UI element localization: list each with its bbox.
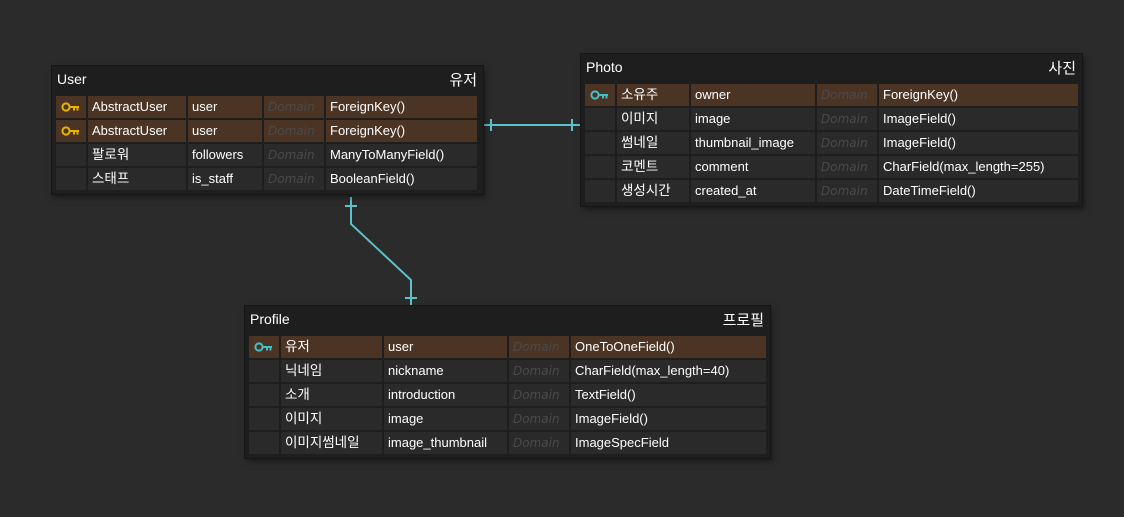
field-type: ImageSpecField (571, 432, 766, 454)
key-icon (249, 336, 279, 358)
table-row[interactable]: AbstractUser user Domain ForeignKey() (56, 96, 479, 118)
field-column: user (384, 336, 507, 358)
key-slot (249, 384, 279, 406)
table-row[interactable]: 이미지 image Domain ImageField() (585, 108, 1078, 130)
key-slot (585, 156, 615, 178)
key-slot (56, 168, 86, 190)
table-row[interactable]: 이미지썸네일 image_thumbnail Domain ImageSpecF… (249, 432, 766, 454)
field-name: 유저 (281, 336, 382, 358)
key-slot (585, 132, 615, 154)
field-type: OneToOneField() (571, 336, 766, 358)
key-slot (249, 432, 279, 454)
table-name: Photo (586, 59, 623, 75)
user-photo-connector[interactable] (484, 119, 581, 131)
field-type: DateTimeField() (879, 180, 1078, 202)
table-row[interactable]: 코멘트 comment Domain CharField(max_length=… (585, 156, 1078, 178)
key-slot (585, 180, 615, 202)
user-profile-connector[interactable] (345, 197, 417, 306)
field-column: nickname (384, 360, 507, 382)
field-name: 이미지 (617, 108, 689, 130)
field-column: comment (691, 156, 815, 178)
field-name: AbstractUser (88, 120, 186, 142)
field-domain: Domain (509, 360, 569, 382)
field-domain: Domain (264, 120, 324, 142)
field-column: followers (188, 144, 262, 166)
field-column: user (188, 120, 262, 142)
field-name: 소개 (281, 384, 382, 406)
key-icon (56, 120, 86, 142)
table-label: 프로필 (722, 310, 764, 329)
field-name: 닉네임 (281, 360, 382, 382)
field-column: image (384, 408, 507, 430)
field-type: TextField() (571, 384, 766, 406)
field-column: created_at (691, 180, 815, 202)
field-type: ForeignKey() (326, 96, 477, 118)
key-icon (56, 96, 86, 118)
table-row[interactable]: 썸네일 thumbnail_image Domain ImageField() (585, 132, 1078, 154)
field-domain: Domain (509, 336, 569, 358)
field-type: ImageField() (879, 108, 1078, 130)
field-type: CharField(max_length=255) (879, 156, 1078, 178)
table-header[interactable]: Profile 프로필 (245, 306, 770, 332)
field-column: is_staff (188, 168, 262, 190)
field-type: CharField(max_length=40) (571, 360, 766, 382)
field-domain: Domain (817, 180, 877, 202)
table-label: 유저 (449, 70, 477, 89)
field-name: 팔로워 (88, 144, 186, 166)
field-name: 스태프 (88, 168, 186, 190)
field-column: image (691, 108, 815, 130)
field-name: 썸네일 (617, 132, 689, 154)
field-domain: Domain (264, 96, 324, 118)
profile-table[interactable]: Profile 프로필 유저 user Domain OneToOneField… (245, 306, 770, 458)
field-column: owner (691, 84, 815, 106)
field-domain: Domain (817, 84, 877, 106)
field-domain: Domain (509, 408, 569, 430)
field-column: introduction (384, 384, 507, 406)
table-row[interactable]: 스태프 is_staff Domain BooleanField() (56, 168, 479, 190)
table-row[interactable]: 팔로워 followers Domain ManyToManyField() (56, 144, 479, 166)
field-domain: Domain (264, 144, 324, 166)
table-name: Profile (250, 311, 290, 327)
key-icon (585, 84, 615, 106)
table-row[interactable]: 생성시간 created_at Domain DateTimeField() (585, 180, 1078, 202)
table-label: 사진 (1048, 58, 1076, 77)
table-row[interactable]: AbstractUser user Domain ForeignKey() (56, 120, 479, 142)
field-type: ForeignKey() (326, 120, 477, 142)
table-row[interactable]: 유저 user Domain OneToOneField() (249, 336, 766, 358)
field-type: ManyToManyField() (326, 144, 477, 166)
field-column: image_thumbnail (384, 432, 507, 454)
field-domain: Domain (817, 108, 877, 130)
table-row[interactable]: 소유주 owner Domain ForeignKey() (585, 84, 1078, 106)
field-domain: Domain (509, 432, 569, 454)
field-domain: Domain (509, 384, 569, 406)
field-column: user (188, 96, 262, 118)
field-name: 소유주 (617, 84, 689, 106)
field-name: 이미지썸네일 (281, 432, 382, 454)
field-type: BooleanField() (326, 168, 477, 190)
key-slot (249, 408, 279, 430)
photo-table[interactable]: Photo 사진 소유주 owner Domain ForeignKey() 이… (581, 54, 1082, 206)
field-type: ImageField() (879, 132, 1078, 154)
field-column: thumbnail_image (691, 132, 815, 154)
field-type: ForeignKey() (879, 84, 1078, 106)
key-slot (249, 360, 279, 382)
user-table[interactable]: User 유저 AbstractUser user Domain Foreign… (52, 66, 483, 194)
field-name: 이미지 (281, 408, 382, 430)
table-row[interactable]: 이미지 image Domain ImageField() (249, 408, 766, 430)
table-header[interactable]: Photo 사진 (581, 54, 1082, 80)
field-name: 코멘트 (617, 156, 689, 178)
field-type: ImageField() (571, 408, 766, 430)
field-domain: Domain (264, 168, 324, 190)
key-slot (56, 144, 86, 166)
field-name: AbstractUser (88, 96, 186, 118)
field-domain: Domain (817, 156, 877, 178)
table-header[interactable]: User 유저 (52, 66, 483, 92)
table-row[interactable]: 닉네임 nickname Domain CharField(max_length… (249, 360, 766, 382)
key-slot (585, 108, 615, 130)
table-row[interactable]: 소개 introduction Domain TextField() (249, 384, 766, 406)
field-name: 생성시간 (617, 180, 689, 202)
field-domain: Domain (817, 132, 877, 154)
table-name: User (57, 71, 87, 87)
